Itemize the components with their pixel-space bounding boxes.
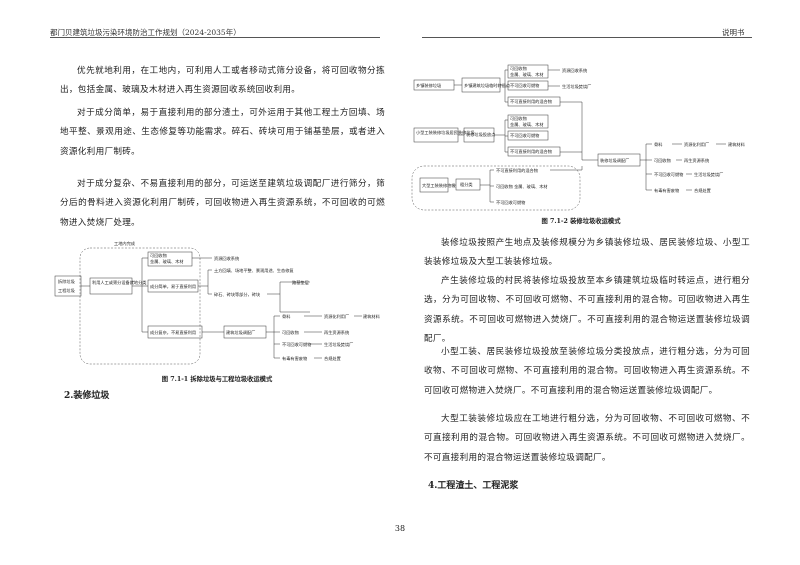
fig2-recyclables-2: 可回收物 (510, 115, 527, 122)
fig1-gravel: 碎石、砖块等部分，砖块 (214, 291, 261, 298)
fig2-hazardous: 有毒有害废物 (654, 187, 679, 194)
fig1-nonrecyclable: 不可回收可燃物 (282, 341, 311, 348)
figure-demolition-flow: 工地内完成 拆除垃圾 工程垃圾 利用人工或筛分设备就地分类 可回收物 金属、玻璃… (54, 240, 381, 365)
fig1-resource-plant: 资源化利用厂 (324, 313, 349, 320)
fig2-small-source: 小型工装装修垃圾居民装修垃圾 (416, 129, 475, 136)
section-heading-engineering-soil: 4.工程渣土、工程泥浆 (428, 481, 519, 491)
fig2-large-recyclables: 可回收物 金属、玻璃、木材 (496, 183, 548, 190)
header-rule-right (422, 37, 752, 38)
fig1-recyclables-box (147, 251, 193, 267)
right-paragraph-4: 大型工装装修垃圾应在工地进行粗分选，分为可回收物、不可回收可燃物、不可直接利用的… (424, 414, 750, 463)
section-heading-decoration: 2.装修垃圾 (64, 391, 110, 401)
fig2-nonrecyclable-box-2 (507, 130, 549, 141)
right-paragraph-3: 小型工装、居民装修垃圾投放至装修垃圾分类投放点，进行粗分选，分为可回收物、不可回… (424, 347, 750, 396)
fig2-recyclable2: 可回收物 (654, 157, 671, 164)
fig1-site-boundary (79, 247, 201, 365)
fig1-site-title: 工地内完成 (114, 240, 135, 247)
fig2-aggregate: 骨料 (654, 141, 663, 148)
fig2-incinerator: 生活垃圾焚烧厂 (562, 83, 591, 90)
right-paragraph-2: 产生装修垃圾的村民将装修垃圾投放至本乡镇建筑垃圾临时转运点，进行粗分选，分为可回… (424, 276, 750, 345)
fig2-nonrecyclable-box (507, 80, 549, 91)
fig2-recyclables-sub-2: 金属、玻璃、木材 (510, 121, 544, 128)
fig2-town-point: 乡镇建筑垃圾临时转运点 (464, 82, 510, 89)
fig1-building-material: 建筑材料 (363, 313, 381, 320)
fig2-recycle-system: 资源回收系统 (562, 67, 587, 74)
fig2-nonrecyclable2: 不可回收可燃物 (654, 171, 683, 178)
header-title: 都门贝建筑垃圾污染环境防治工作规划（2024-2035年） (50, 28, 241, 37)
fig1-engineering: 工程垃圾 (58, 287, 76, 294)
fig2-mixed: 不可直接利用的混合物 (510, 98, 552, 105)
fig1-safe-disposal: 合规处置 (324, 355, 341, 362)
fig2-recyclables-box (507, 64, 549, 79)
fig1-demolition: 拆除垃圾 (58, 278, 76, 285)
fig2-recyclables-box-2 (507, 114, 549, 129)
fig1-recyclables: 可回收物 (150, 252, 167, 259)
figure-2-caption: 图 7.1-2 装修垃圾收运模式 (541, 218, 621, 225)
fig1-hazardous: 有毒有害废物 (282, 355, 307, 362)
figure-decoration-flow: 乡镇装修垃圾 乡镇建筑垃圾临时转运点 可回收物 金属、玻璃、木材 资源回收系统 … (411, 64, 746, 211)
fig1-recyclables-sub: 金属、玻璃、木材 (150, 258, 184, 265)
left-paragraph-3: 对于成分复杂、不易直接利用的部分，可运送至建筑垃圾调配厂进行筛分，筛分后的骨料进… (60, 179, 385, 228)
fig2-large-source: 大型工装装修垃圾 (422, 182, 456, 189)
fig1-recycling-system: 资源回收系统 (214, 255, 239, 262)
fig2-nonrecyclable: 不可回收可燃物 (510, 82, 539, 89)
fig2-nonrecyclable-2: 不可回收可燃物 (510, 132, 539, 139)
fig2-crude-sort: 粗分类 (460, 181, 473, 188)
header-rule-left (50, 37, 380, 38)
fig2-large-mixed: 不可直接利用的混合物 (496, 167, 538, 174)
left-paragraph-1: 优先就地利用，在工地内，可利用人工或者移动式筛分设备，将可回收物分拣出，包括金属… (60, 66, 385, 96)
fig2-site-boundary (411, 165, 581, 211)
fig2-resource-plant: 资源化利用厂 (684, 141, 709, 148)
fig1-sort: 利用人工或筛分设备就地分类 (92, 279, 147, 286)
fig1-recyclable2: 可回收物 (282, 329, 299, 336)
right-paragraph-1: 装修垃圾按照产生地点及装修规模分为乡镇装修垃圾、居民装修垃圾、小型工装装修垃圾及… (424, 238, 750, 268)
fig2-recyclables-sub: 金属、玻璃、木材 (510, 71, 544, 78)
fig1-renewable: 再生资源系统 (324, 329, 349, 336)
fig1-incinerator: 生活垃圾焚烧厂 (324, 341, 353, 348)
fig2-mixed-2: 不可直接利用的混合物 (510, 148, 552, 155)
fig1-simple: 成分简单，易于直接利用 (150, 283, 196, 290)
fig1-complex: 成分复杂，不易直接利用 (150, 329, 196, 336)
figure-1-caption: 图 7.1-1 拆除垃圾与工程垃圾收运模式 (161, 376, 273, 383)
fig2-recyclables: 可回收物 (510, 65, 527, 72)
fig2-safe-disposal: 合规处置 (694, 187, 711, 194)
left-paragraph-2: 对于成分简单，易于直接利用的部分渣土，可外运用于其他工程土方回填、场地平整、景观… (60, 108, 385, 157)
page-number: 38 (394, 524, 406, 533)
header-doc-type: 说明书 (722, 28, 745, 37)
fig2-dispatch-plant: 装修垃圾调配厂 (600, 157, 629, 164)
fig1-aggregate: 骨料 (282, 313, 291, 320)
fig2-renewable: 再生资源系统 (684, 157, 709, 164)
fig1-paving: 路基垫层 (292, 279, 309, 286)
fig2-large-nonrecyclable: 不可回收可燃物 (496, 199, 525, 206)
fig2-incinerator2: 生活垃圾焚烧厂 (694, 171, 723, 178)
fig2-town-source: 乡镇装修垃圾 (416, 82, 442, 89)
fig1-earthwork: 土方回填、场地平整、景观用途、生态修复 (214, 267, 294, 274)
fig2-mixed-box (507, 96, 561, 107)
fig2-sort-point: 装修垃圾投放点 (466, 131, 495, 138)
fig2-mixed-box-2 (507, 146, 561, 157)
fig2-building-material: 建筑材料 (728, 141, 746, 148)
fig1-dispatch-plant: 建筑垃圾调配厂 (226, 329, 255, 336)
fig2-crude-sort-box (455, 178, 481, 191)
